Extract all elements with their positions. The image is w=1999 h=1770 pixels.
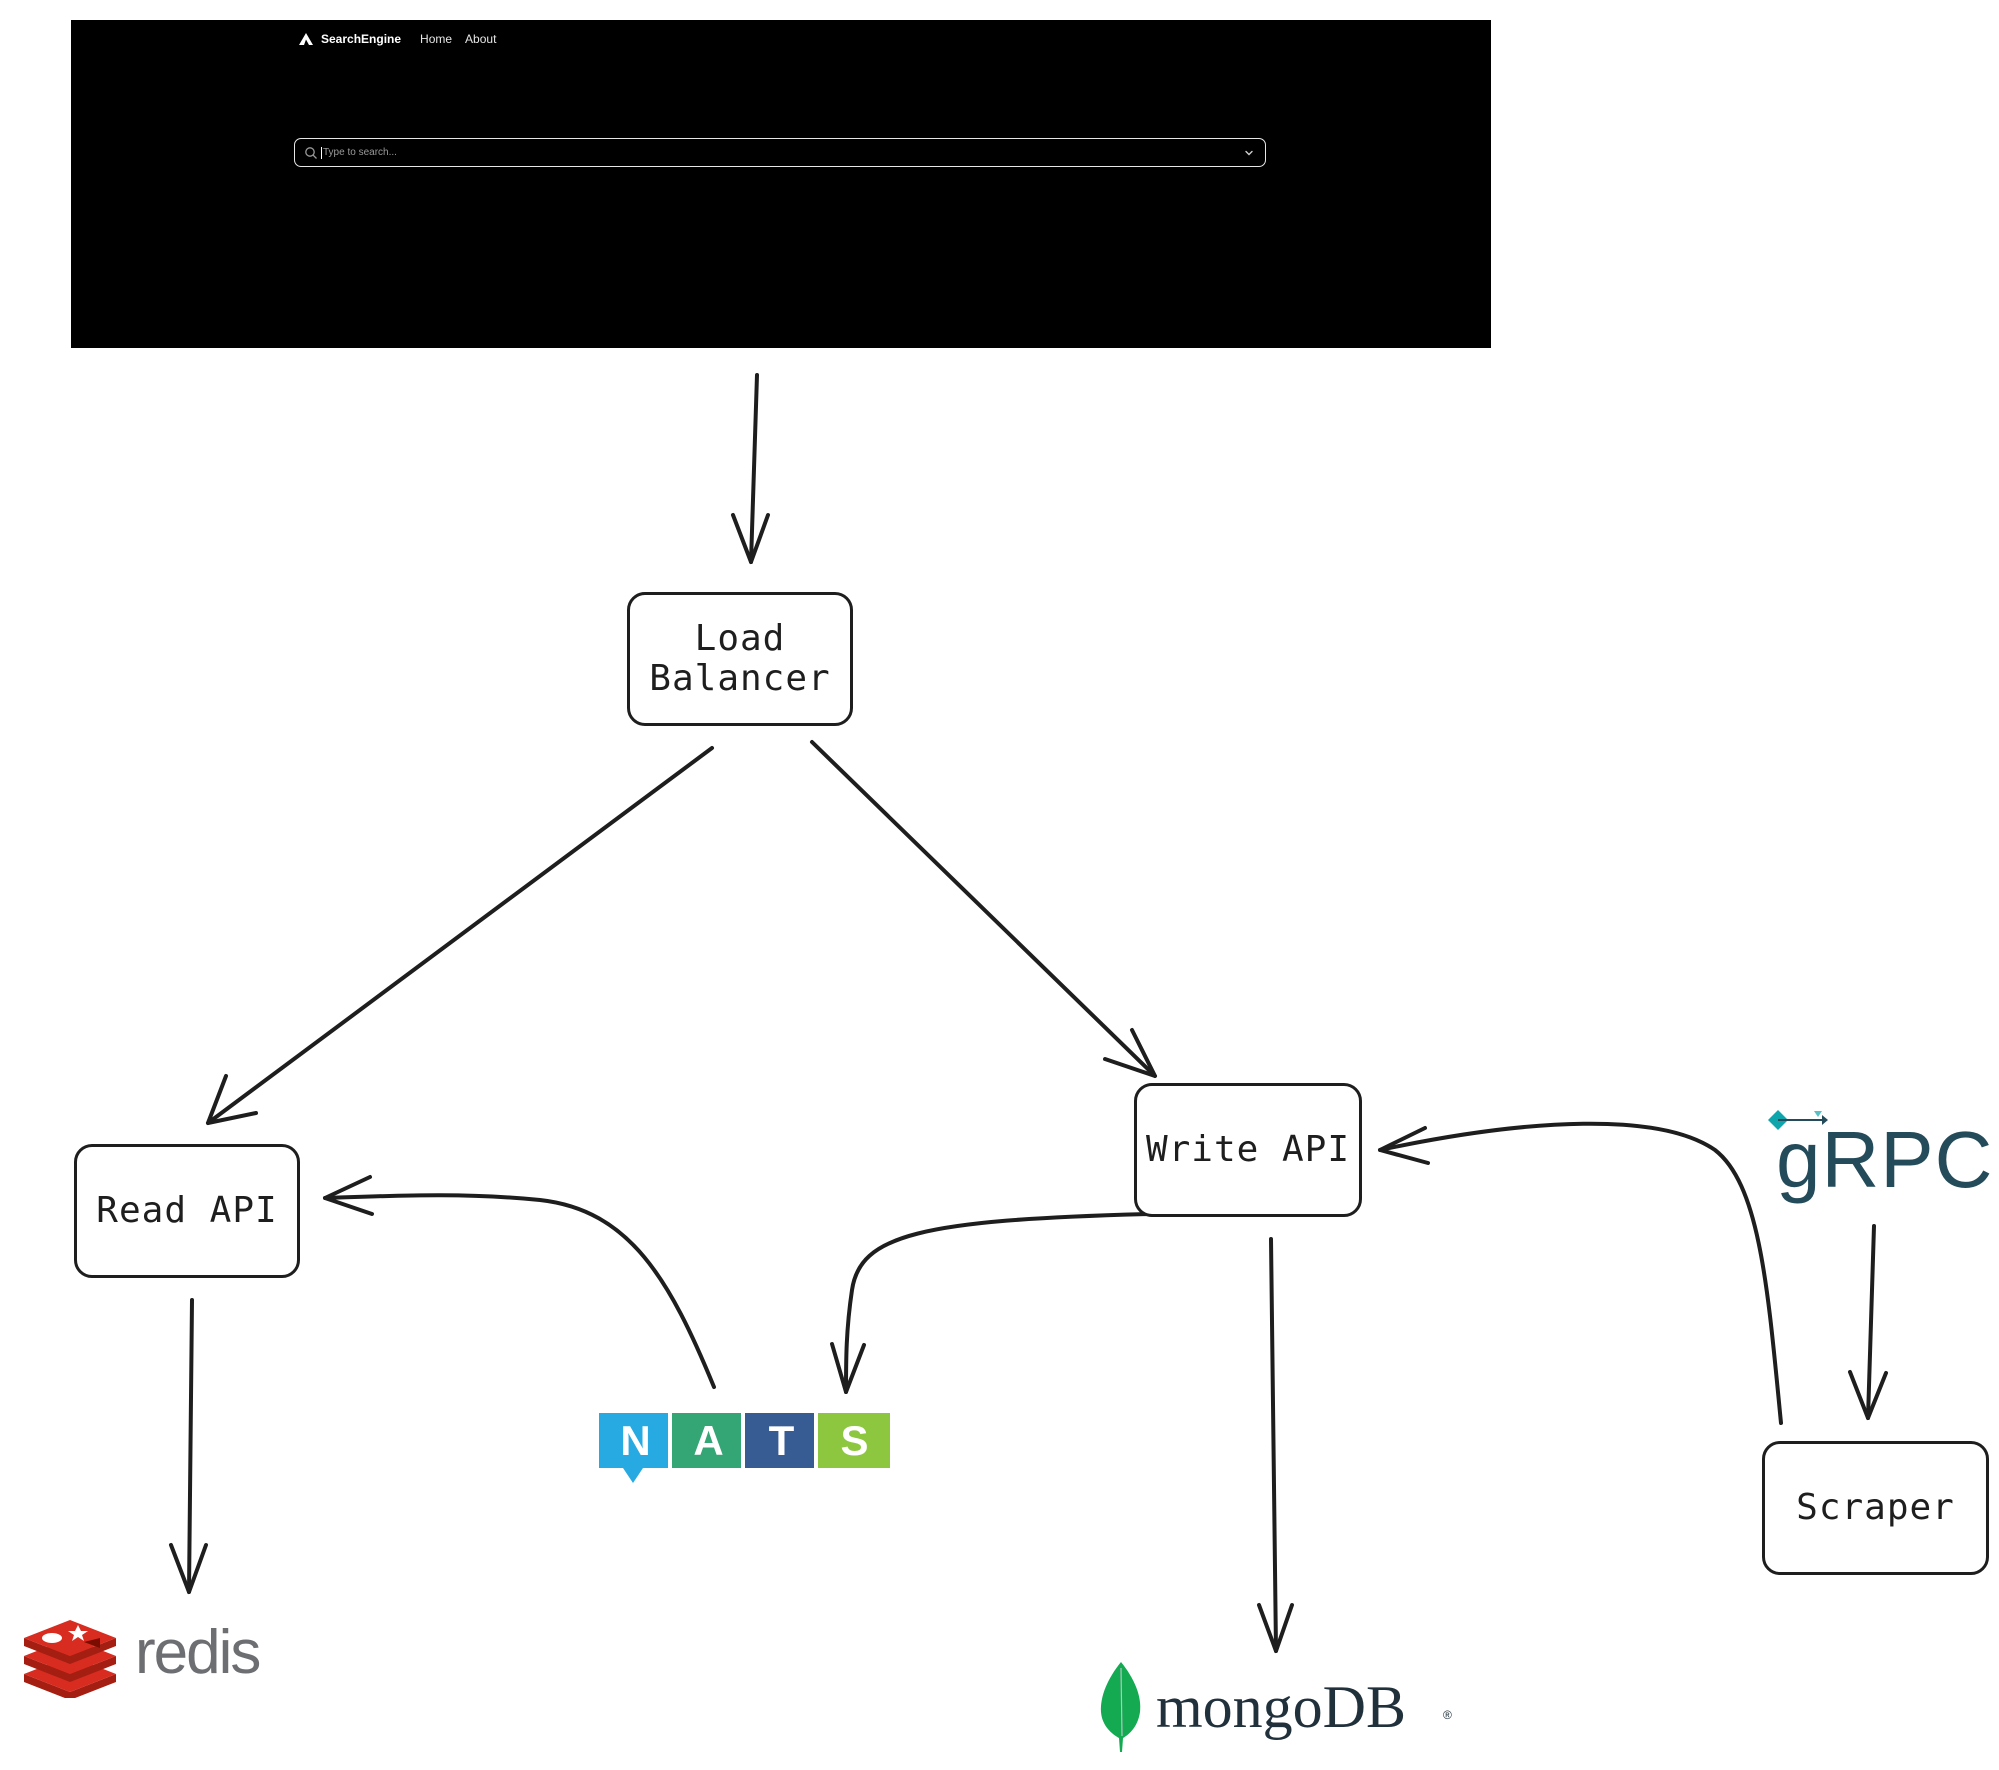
mongodb-leaf-icon [1100, 1662, 1141, 1752]
load-balancer-label: Load Balancer [649, 617, 831, 699]
chevron-down-icon[interactable] [1243, 147, 1255, 159]
search-bar[interactable] [294, 138, 1266, 167]
scraper-label: Scraper [1796, 1486, 1955, 1528]
arrow-read-api-to-redis [169, 1298, 208, 1594]
mongodb-logo: mongoDB ® [1098, 1660, 1458, 1756]
arrow-nats-to-read-api [323, 1175, 716, 1389]
brand-name[interactable]: SearchEngine [321, 32, 402, 46]
mongodb-registered-mark: ® [1443, 1708, 1452, 1722]
redis-cube-icon [24, 1620, 116, 1698]
arrow-write-api-to-mongodb [1257, 1237, 1294, 1653]
nats-letter-t: T [768, 1417, 795, 1464]
search-input[interactable] [321, 147, 1243, 158]
load-balancer-node[interactable]: Load Balancer [627, 592, 853, 726]
write-api-label: Write API [1145, 1128, 1351, 1170]
redis-logo: redis [22, 1612, 282, 1700]
app-screenshot: SearchEngine Home About [71, 20, 1491, 348]
nav-link-home[interactable]: Home [420, 32, 453, 46]
arrow-load-balancer-to-read-api [206, 746, 714, 1125]
read-api-label: Read API [96, 1189, 278, 1231]
arrow-app-to-load-balancer [731, 373, 770, 564]
grpc-wordmark: gRPC [1776, 1115, 1994, 1204]
nats-letter-n: N [620, 1417, 651, 1464]
read-api-node[interactable]: Read API [74, 1144, 300, 1278]
nats-letter-s: S [840, 1417, 869, 1464]
nats-logo: N A T S [599, 1413, 891, 1485]
redis-wordmark: redis [135, 1618, 261, 1687]
search-icon [305, 146, 317, 159]
nav-link-about[interactable]: About [465, 32, 497, 46]
nats-letter-a: A [693, 1417, 724, 1464]
arrow-write-api-to-nats [830, 1212, 1150, 1394]
app-navbar: SearchEngine Home About [298, 28, 509, 50]
arrow-load-balancer-to-write-api [810, 740, 1157, 1078]
grpc-logo: gRPC [1766, 1108, 1992, 1204]
scraper-node[interactable]: Scraper [1762, 1441, 1989, 1575]
arrow-scraper-to-write-api [1378, 1121, 1783, 1425]
grpc-accent-icon [1768, 1110, 1828, 1130]
brand-logo-icon [299, 33, 313, 45]
arrow-grpc-to-scraper [1848, 1224, 1888, 1420]
write-api-node[interactable]: Write API [1134, 1083, 1362, 1217]
nats-logo-tiles [599, 1413, 890, 1483]
mongodb-wordmark: mongoDB [1156, 1674, 1407, 1740]
